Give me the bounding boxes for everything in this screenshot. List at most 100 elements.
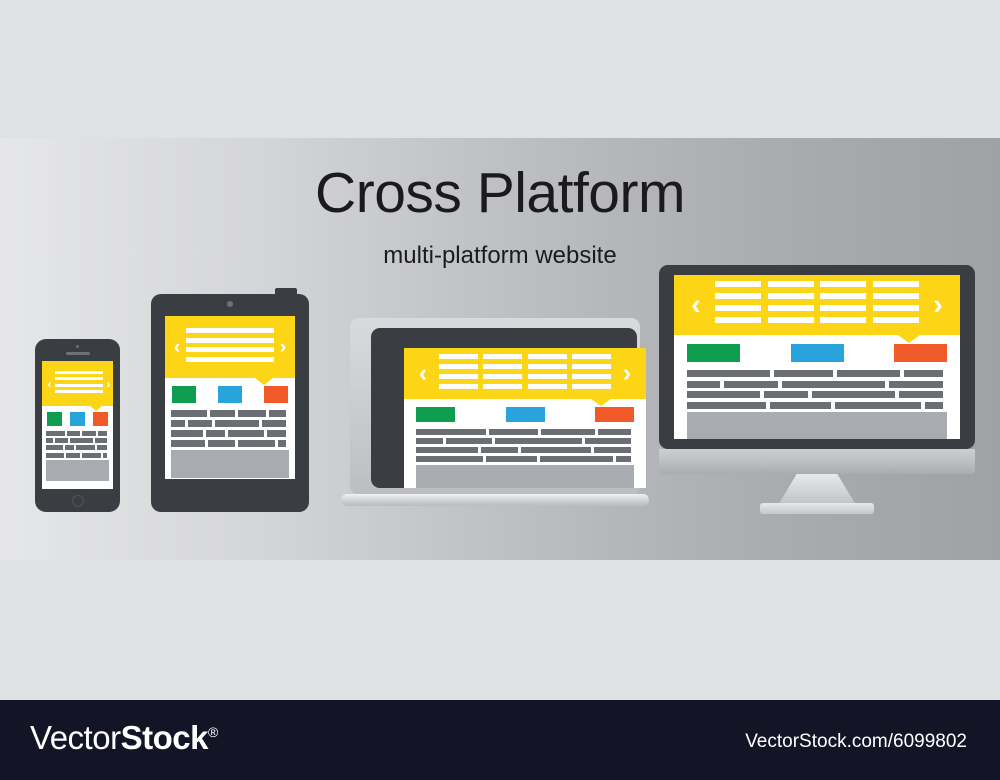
nav-column[interactable] (527, 353, 567, 394)
orange-tile[interactable] (264, 386, 288, 403)
chevron-right-icon[interactable]: › (933, 288, 943, 321)
chevron-right-icon[interactable]: › (106, 376, 111, 391)
text-line-row (416, 438, 634, 444)
nav-column[interactable] (483, 353, 523, 394)
text-line-segment (489, 429, 539, 435)
blue-tile[interactable] (790, 344, 844, 362)
text-line-segment (903, 370, 943, 377)
text-line-segment (416, 447, 478, 453)
text-lines (165, 410, 295, 447)
text-line-segment (210, 410, 236, 417)
nav-column[interactable] (715, 281, 761, 329)
device-tablet[interactable]: ‹ › (151, 288, 309, 512)
chevron-left-icon[interactable]: ‹ (173, 336, 181, 358)
text-line-segment (94, 438, 107, 444)
device-desktop-monitor[interactable]: ‹ › (659, 265, 975, 514)
text-line-segment (46, 452, 64, 458)
text-line-segment (69, 438, 93, 444)
nav-columns (435, 353, 615, 394)
text-line-segment (66, 431, 80, 436)
nav-column[interactable] (67, 371, 79, 396)
text-line-segment (262, 420, 287, 427)
background-top (0, 0, 1000, 138)
text-line-segment (416, 456, 483, 462)
phone-home-button[interactable] (71, 495, 84, 507)
text-line-row (416, 447, 634, 453)
nav-column[interactable] (767, 281, 814, 329)
green-tile[interactable] (416, 407, 455, 422)
chevron-right-icon[interactable]: › (279, 336, 287, 358)
text-line-segment (171, 410, 208, 417)
text-line-segment (485, 456, 538, 462)
green-tile[interactable] (687, 344, 740, 362)
nav-column[interactable] (820, 281, 867, 329)
text-line-segment (924, 401, 943, 409)
text-line-row (687, 391, 947, 398)
text-line-segment (237, 440, 276, 447)
chevron-left-icon[interactable]: ‹ (418, 359, 428, 387)
text-line-segment (205, 430, 225, 437)
nav-column[interactable] (230, 328, 252, 366)
green-tile[interactable] (172, 386, 196, 403)
monitor-stand-neck (778, 474, 856, 505)
text-line-segment (687, 370, 770, 377)
text-line-segment (65, 452, 80, 458)
nav-column[interactable] (439, 353, 478, 394)
phone-speaker-icon (65, 352, 90, 355)
content-block (687, 412, 947, 439)
device-laptop[interactable]: ‹ › (341, 318, 649, 514)
nav-column[interactable] (252, 328, 274, 366)
blue-tile[interactable] (218, 386, 242, 403)
text-lines (404, 429, 646, 462)
page-header: ‹ › (404, 348, 646, 406)
orange-tile[interactable] (93, 412, 108, 426)
tablet-top-button[interactable] (275, 288, 297, 296)
nav-column[interactable] (208, 328, 230, 366)
nav-column[interactable] (79, 371, 91, 396)
logo-stock-text: Stock (120, 719, 209, 756)
nav-column[interactable] (872, 281, 919, 329)
text-line-segment (764, 391, 809, 398)
laptop-screen-frame: ‹ › (371, 328, 646, 488)
green-tile[interactable] (47, 412, 62, 426)
text-line-segment (687, 391, 761, 398)
page-subtitle: multi-platform website (383, 242, 617, 269)
nav-column[interactable] (571, 353, 611, 394)
tablet-screen-page: ‹ › (165, 316, 295, 479)
text-line-segment (171, 440, 206, 447)
registered-mark: ® (207, 724, 219, 740)
nav-column[interactable] (55, 371, 67, 396)
tile-row (42, 406, 113, 431)
nav-column[interactable] (91, 371, 103, 396)
text-line-segment (227, 430, 264, 437)
text-line-segment (836, 370, 900, 377)
watermark-bar: VectorStock® VectorStock.com/6099802 (0, 700, 1000, 780)
device-smartphone[interactable]: ‹ › (35, 339, 120, 512)
content-block (171, 450, 289, 478)
dropdown-pointer (255, 378, 273, 385)
page-title: Cross Platform (315, 161, 685, 225)
phone-camera-icon (76, 345, 79, 348)
text-line-segment (687, 380, 720, 388)
text-line-row (46, 445, 109, 451)
text-line-segment (541, 429, 596, 435)
text-line-segment (76, 445, 96, 451)
text-line-segment (540, 456, 613, 462)
monitor-stand-base (760, 503, 874, 514)
chevron-left-icon[interactable]: ‹ (47, 376, 52, 391)
nav-column[interactable] (186, 328, 208, 366)
text-line-segment (480, 447, 518, 453)
chevron-right-icon[interactable]: › (622, 359, 632, 387)
orange-tile[interactable] (595, 407, 634, 422)
dropdown-pointer (591, 399, 611, 406)
text-line-row (171, 440, 289, 447)
text-line-segment (266, 430, 286, 437)
watermark-url: VectorStock.com/6099802 (745, 731, 967, 752)
orange-tile[interactable] (894, 344, 947, 362)
blue-tile[interactable] (70, 412, 85, 426)
text-line-segment (416, 438, 444, 444)
laptop-screen-page: ‹ › (404, 348, 646, 488)
chevron-left-icon[interactable]: ‹ (691, 288, 701, 321)
blue-tile[interactable] (505, 407, 545, 422)
text-line-row (416, 429, 634, 435)
